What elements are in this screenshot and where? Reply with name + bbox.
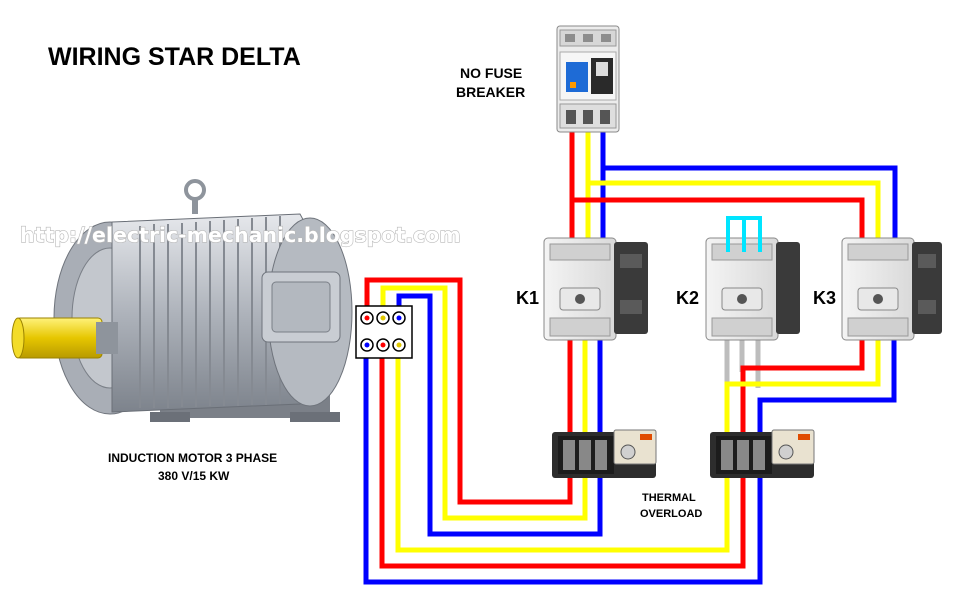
contactor-k3 xyxy=(841,237,942,341)
wire-yellow-bus-k3 xyxy=(588,180,881,252)
induction-motor-image xyxy=(11,179,353,422)
wire-blue-k3-ol2 xyxy=(757,340,897,440)
motor-label-line2: 380 V/15 KW xyxy=(158,469,230,483)
breaker-label-line1: NO FUSE xyxy=(460,65,522,81)
k1-label: K1 xyxy=(516,288,539,308)
contactor-k1 xyxy=(543,237,648,341)
diagram-title: WIRING STAR DELTA xyxy=(48,43,301,71)
wire-red-bus-k3 xyxy=(572,197,865,252)
thermal-overload-1 xyxy=(552,429,657,478)
wire-red-ol1-terminal xyxy=(364,277,573,505)
contactor-k2 xyxy=(705,216,800,341)
motor-terminal-box xyxy=(355,305,413,359)
thermal-overload-2 xyxy=(710,429,815,478)
wire-blue-ol1-terminal xyxy=(396,293,603,537)
breaker-label-line2: BREAKER xyxy=(456,84,525,100)
blog-watermark: http://electric-mechanic.blogspot.com xyxy=(20,223,461,247)
wire-red-ol2-terminal xyxy=(379,352,746,569)
no-fuse-breaker xyxy=(556,25,620,133)
wire-blue-ol2-terminal xyxy=(363,352,763,585)
k2-label: K2 xyxy=(676,288,699,308)
wire-yellow-ol1-terminal xyxy=(380,285,588,521)
overload-label-line2: OVERLOAD xyxy=(640,508,702,520)
motor-label-line1: INDUCTION MOTOR 3 PHASE xyxy=(108,451,277,465)
wire-yellow-ol2-terminal xyxy=(395,352,730,553)
wiring xyxy=(363,130,898,585)
wire-blue-bus-k3 xyxy=(603,165,898,252)
wire-red-k3-ol2 xyxy=(740,340,865,440)
k3-label: K3 xyxy=(813,288,836,308)
overload-label-line1: THERMAL xyxy=(642,492,696,504)
wire-yellow-k3-ol2 xyxy=(724,340,881,440)
